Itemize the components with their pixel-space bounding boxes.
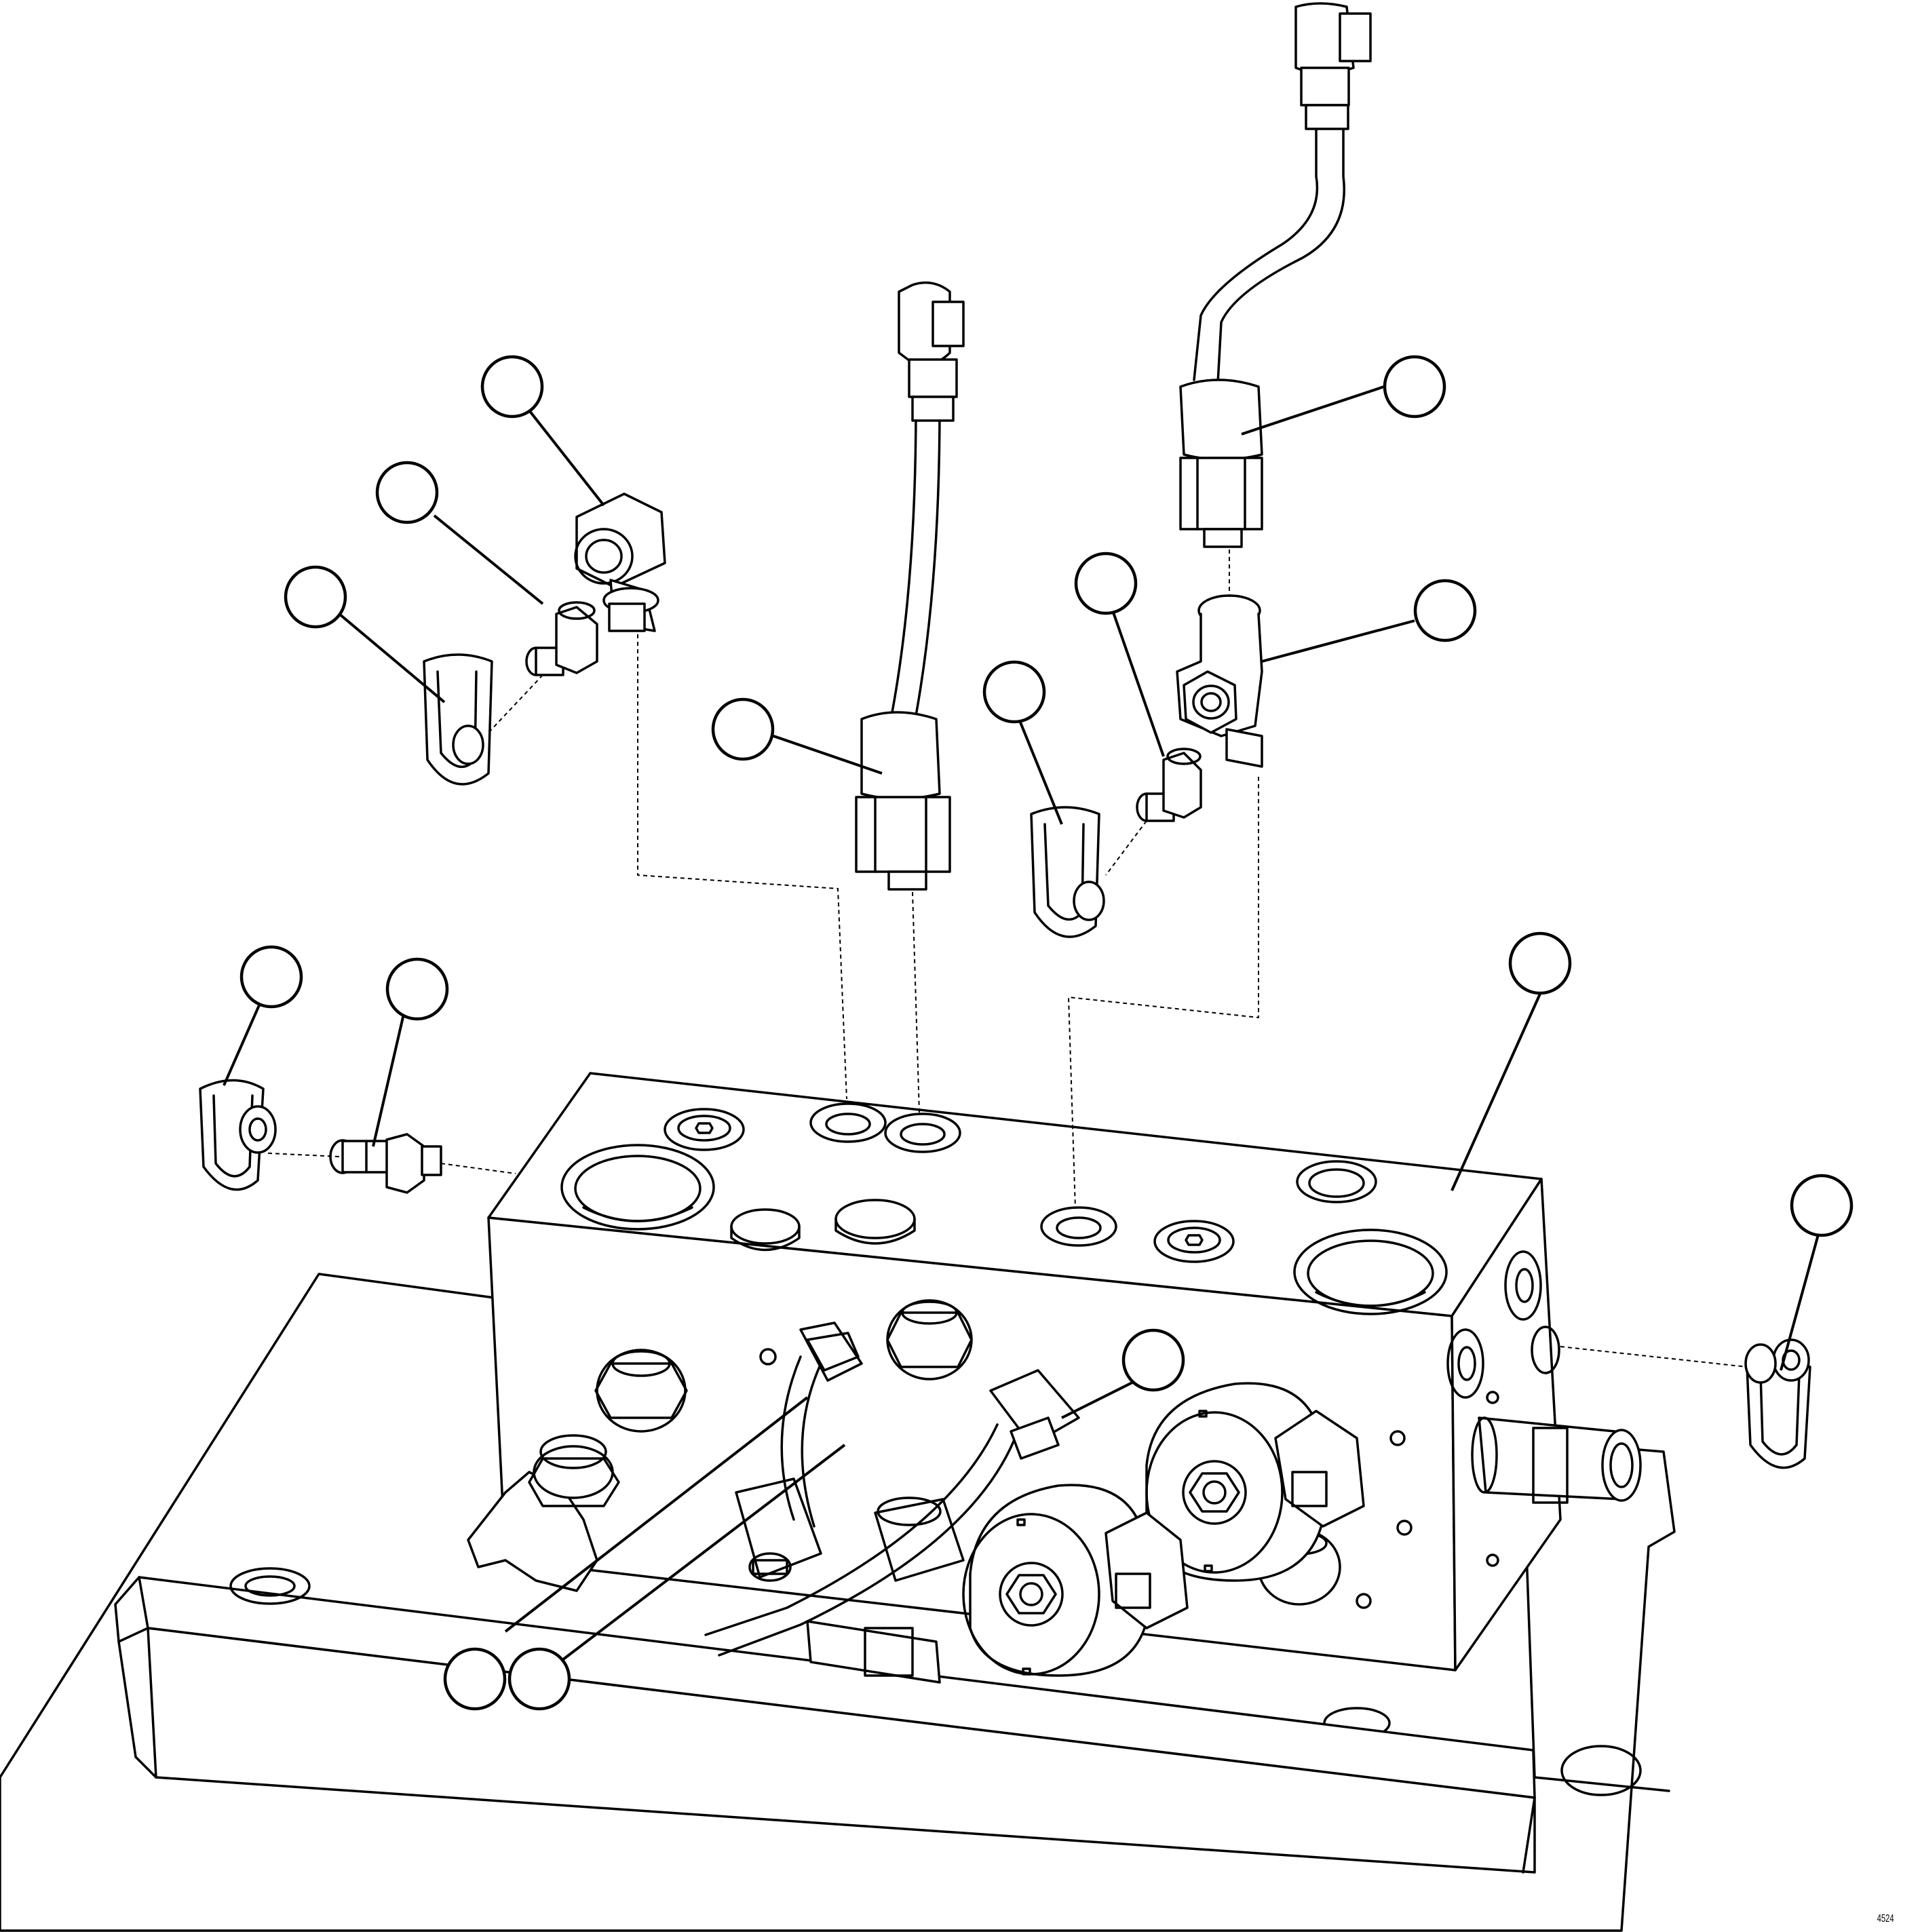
callout-adapter-left [375,461,439,524]
handwheel-valve [467,1434,620,1592]
figure-reference-code: 4524 [1877,1913,1894,1925]
socket-screw-right [1153,1220,1235,1263]
cap-side-right [1744,1338,1811,1469]
callout-cap-right-upper [982,660,1046,724]
hose-assembly [704,1321,1080,1684]
callout-hose-b [507,1647,571,1711]
cap-upper-left [423,653,493,786]
callout-cap-side-left [239,945,303,1009]
fitting-lower-mid [874,1496,965,1582]
callout-adapter-right [1074,552,1138,615]
solenoid-coil-left [962,1484,1189,1677]
port-small-right [1296,1160,1377,1203]
port-sensor-c [1040,1206,1117,1247]
adapter-upper-right [1136,748,1202,822]
solenoid-coil-right [1145,1382,1365,1582]
port-large-left [560,1144,715,1231]
callout-plug-side-left [385,957,449,1021]
port-sensor-a [809,1102,887,1143]
end-face-ports [1446,1250,1560,1567]
callout-balloons [239,355,1854,1711]
callout-hose-fitting [1121,1328,1185,1392]
elbow-swivel-upper-left [574,492,666,632]
sensor-center [855,281,965,891]
port-sensor-b [884,1113,961,1153]
cap-upper-right [1030,806,1105,938]
callout-sensor-right [1383,355,1446,419]
small-holes [759,1348,1413,1609]
cap-side-left [199,1079,277,1191]
callout-elbow-swivel [480,355,544,419]
adapter-upper-left [525,601,598,676]
hex-plug-front-b [886,1299,973,1380]
hex-plug-front-a [594,1349,688,1433]
tee-fitting-right [1176,594,1263,768]
plug-side-left [329,1133,442,1194]
callout-manifold [1508,931,1572,995]
side-plug-right-end [1471,1416,1642,1504]
fitting-lower-center [735,1477,822,1582]
callout-cap-left [284,565,347,629]
manifold-block [467,1072,1562,1672]
callout-hose-a [443,1647,507,1711]
port-large-right [1293,1229,1448,1315]
assembly-paths [267,549,1748,1368]
hex-plug-top-b [834,1199,916,1245]
callout-sensor-center [711,697,775,761]
callout-cap-side-right [1790,1174,1854,1237]
sensor-right [1179,2,1372,548]
callout-tee [1413,579,1477,642]
socket-screw-left [664,1108,745,1151]
hex-plug-top-a [730,1208,801,1252]
leader-lines [223,385,1820,1663]
